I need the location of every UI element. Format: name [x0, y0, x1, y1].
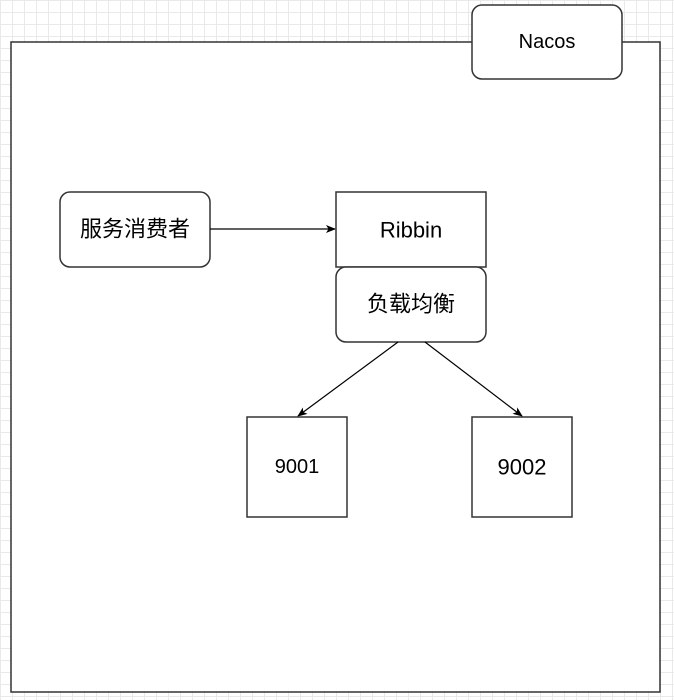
- instance-9002-node: [471, 416, 573, 518]
- nacos-label: Nacos: [519, 31, 576, 53]
- nacos-label-box: [471, 4, 623, 80]
- instance-9002-label: 9002: [498, 455, 547, 480]
- arrow-lb-to-9002: [424, 341, 523, 417]
- nacos-container: [10, 41, 661, 693]
- instance-9001-node: [246, 416, 348, 518]
- load-balancer-label: 负载均衡: [367, 292, 455, 317]
- load-balancer-node: [335, 266, 487, 343]
- ribbin-label: Ribbin: [380, 218, 442, 243]
- consumer-label: 服务消费者: [80, 217, 190, 242]
- arrow-lb-to-9001: [297, 341, 399, 417]
- instance-9001-label: 9001: [275, 456, 320, 478]
